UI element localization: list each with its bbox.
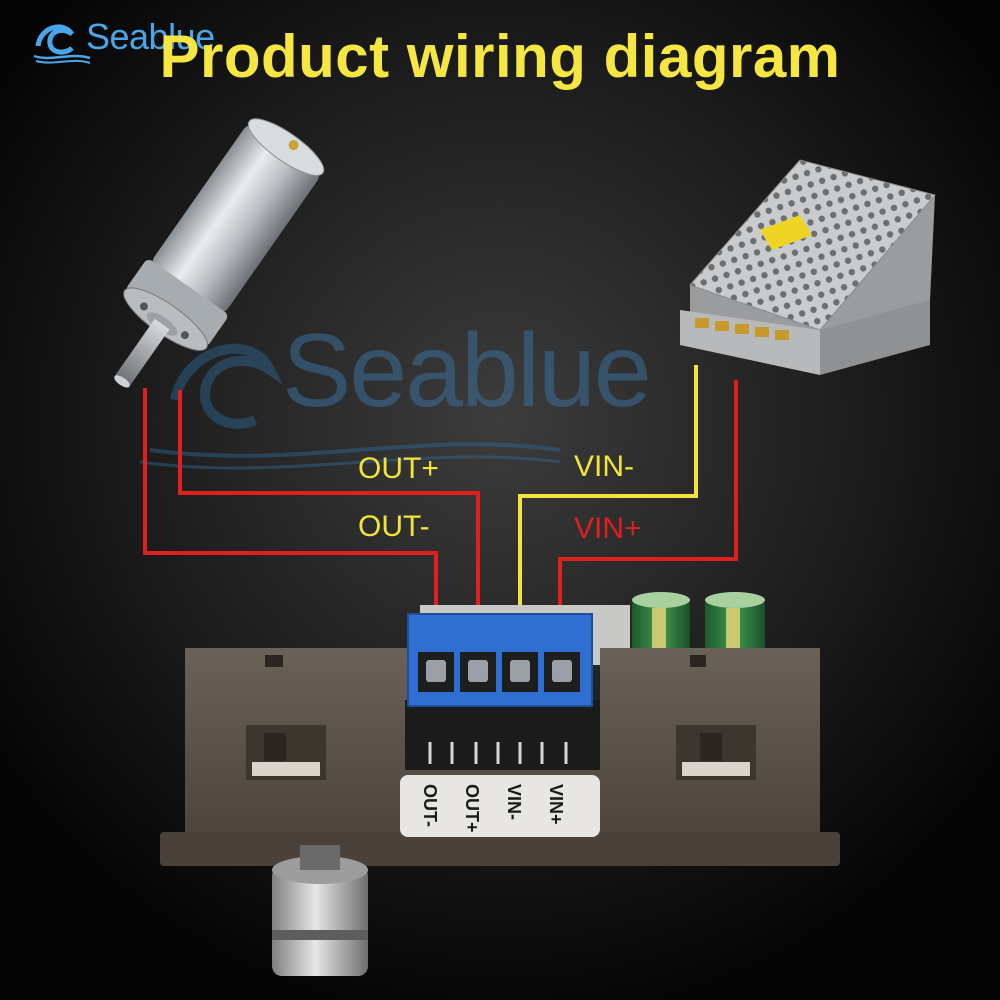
label-out-plus: OUT+ [358, 452, 439, 485]
wave-logo-icon [33, 24, 91, 64]
wire-out-plus [178, 390, 480, 660]
plate-label-vin-minus: VIN- [504, 784, 524, 820]
plate-label-out-plus: OUT+ [462, 784, 482, 833]
wire-vin-minus [518, 365, 698, 660]
label-out-minus: OUT- [358, 510, 430, 543]
page-title: Product wiring diagram [159, 23, 841, 90]
plate-label-vin-plus: VIN+ [546, 784, 566, 825]
label-vin-plus: VIN+ [574, 512, 642, 545]
watermark-text: Seablue [282, 313, 652, 429]
dc-motor [114, 118, 325, 388]
terminal-label-plate [400, 775, 600, 837]
label-vin-minus: VIN- [574, 450, 634, 483]
brand-logo [32, 14, 232, 64]
speed-controller [160, 592, 840, 976]
plate-label-out-minus: OUT- [420, 784, 440, 827]
brand-name: Seablue [86, 16, 215, 57]
control-knob [272, 845, 368, 976]
power-supply [680, 159, 936, 375]
watermark-logo-icon [139, 343, 561, 470]
